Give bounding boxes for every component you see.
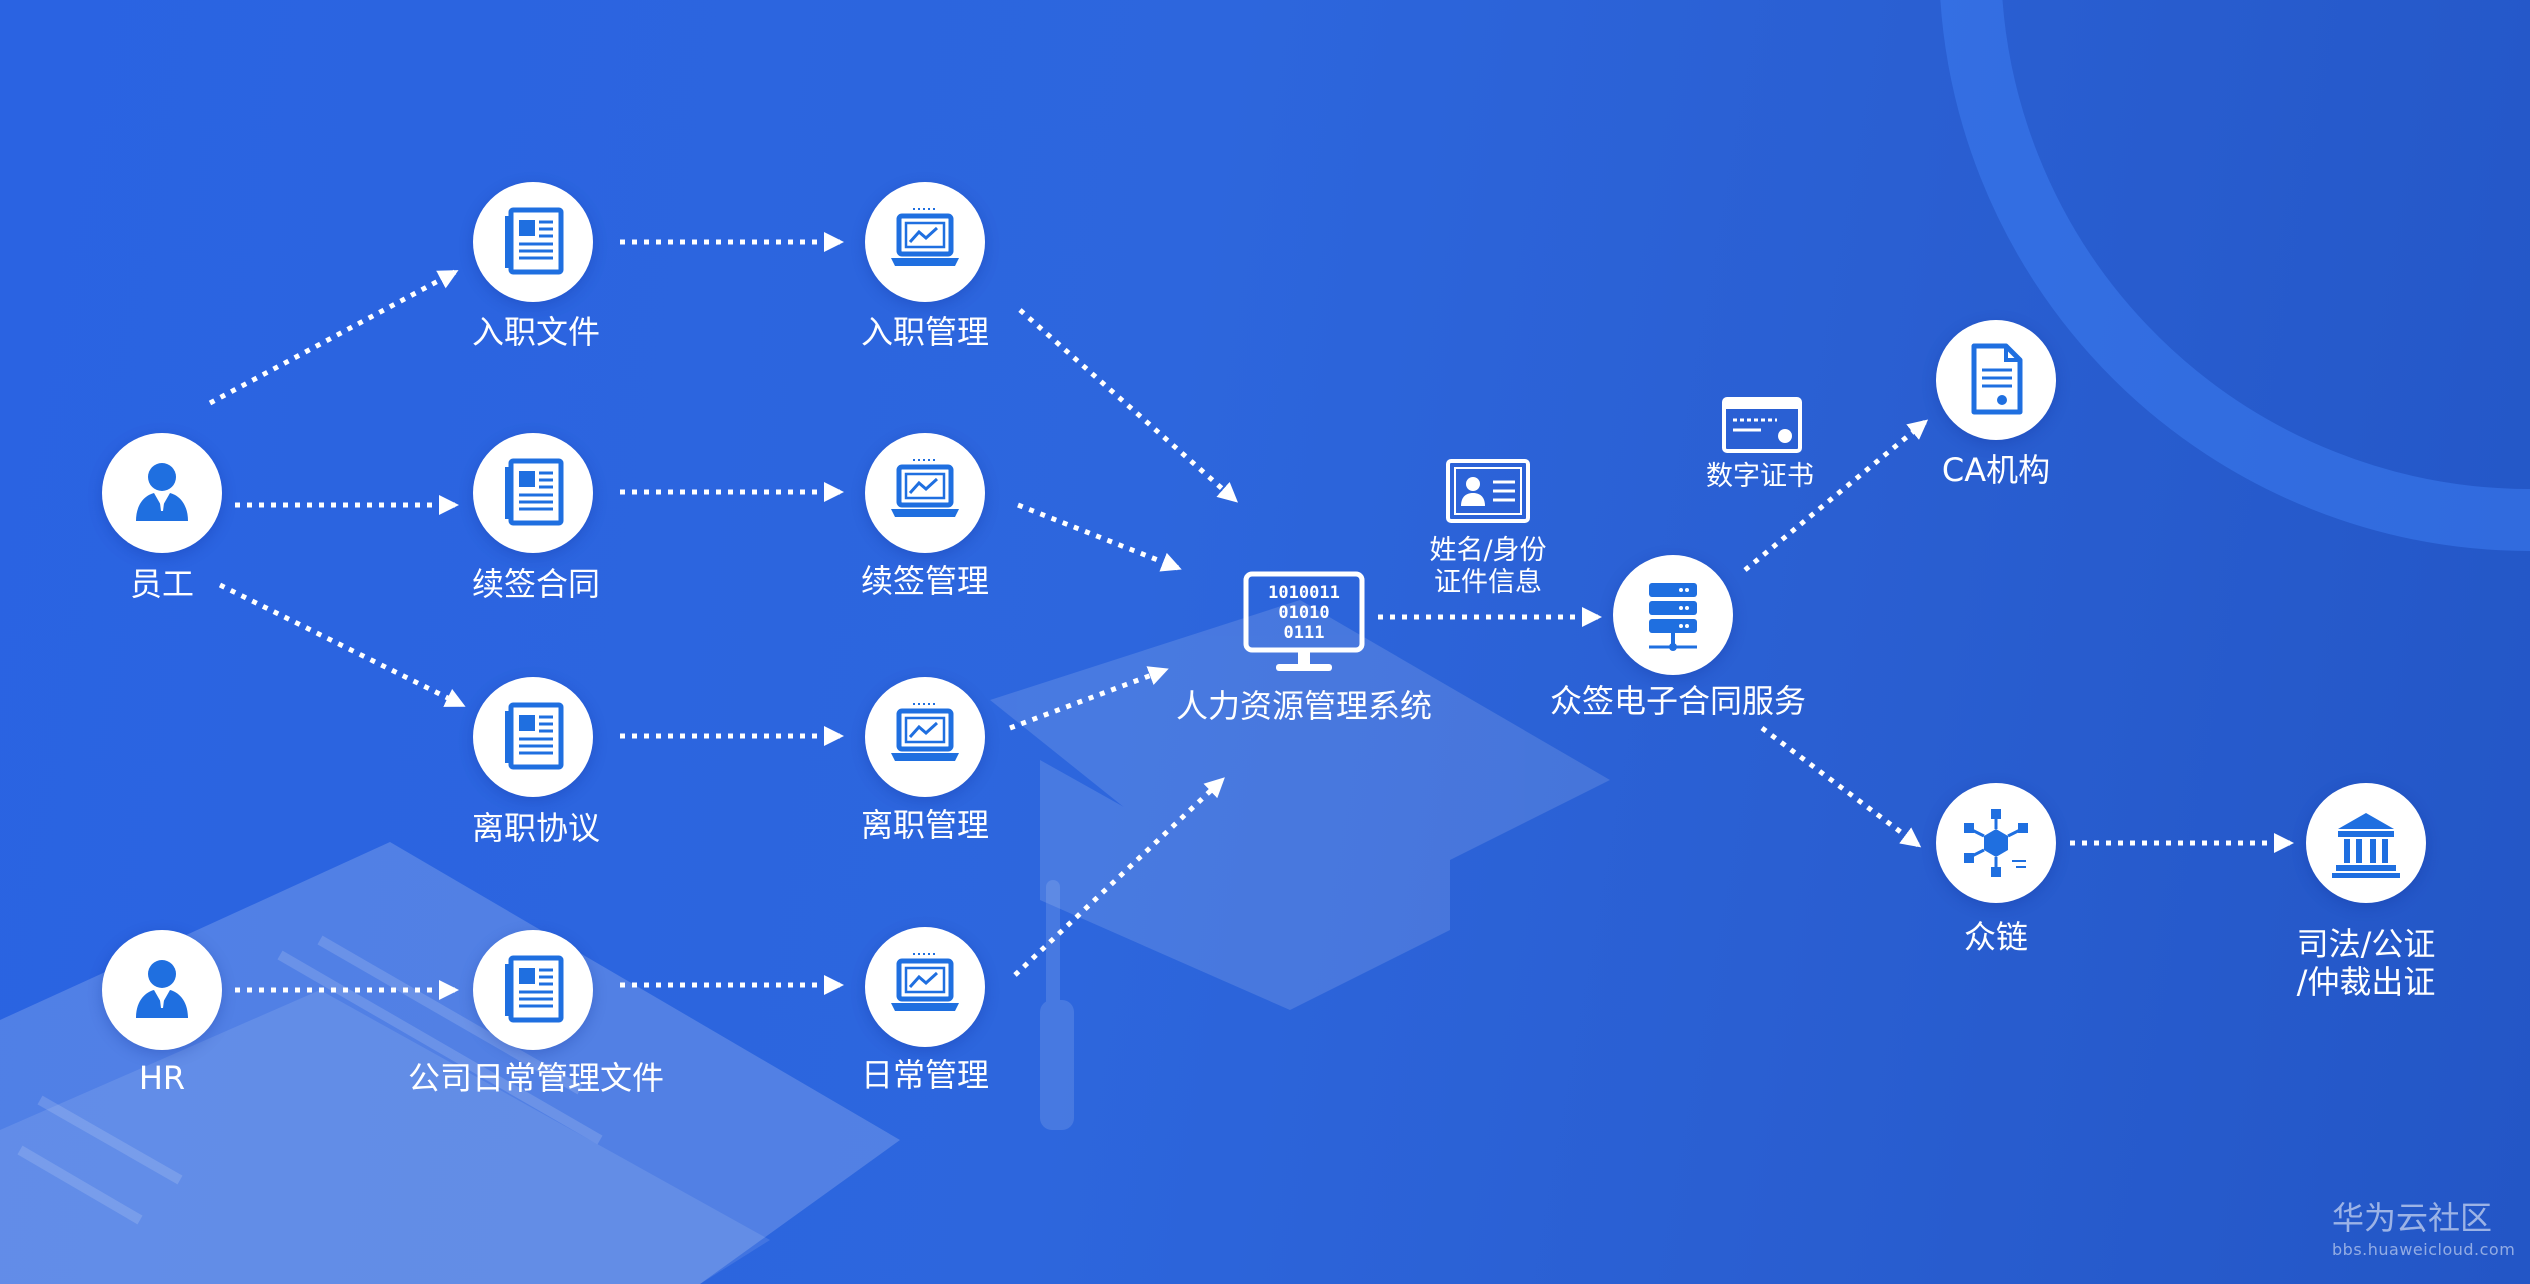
resignation-agreement-node[interactable] — [473, 677, 593, 797]
judicial-label-line1: 司法/公证 — [2296, 925, 2436, 963]
id-card-icon — [1446, 459, 1530, 523]
id-info-label-line2: 证件信息 — [1434, 567, 1542, 598]
onboarding-doc-label: 入职文件 — [471, 313, 601, 351]
judicial-label-line2: /仲裁出证 — [2296, 963, 2436, 1001]
resignation-mgmt-label: 离职管理 — [860, 806, 990, 844]
ca-node[interactable] — [1936, 320, 2056, 440]
person-icon — [136, 960, 188, 1018]
document-icon — [505, 702, 564, 770]
person-icon — [136, 463, 188, 521]
certificate-file-icon — [1971, 343, 2023, 415]
digital-cert-label: 数字证书 — [1706, 461, 1814, 492]
esign-service-node[interactable] — [1613, 555, 1733, 675]
laptop-chart-icon — [891, 208, 959, 266]
employee-node[interactable] — [102, 433, 222, 553]
arrow-renewal-mgmt-to-hr-system — [1017, 502, 1182, 572]
document-icon — [505, 458, 564, 526]
arrow-esign-to-ca — [1743, 419, 1929, 572]
ca-label: CA机构 — [1941, 451, 2051, 489]
judicial-node[interactable] — [2306, 783, 2426, 903]
document-icon — [505, 207, 564, 275]
daily-mgmt-label: 日常管理 — [860, 1056, 990, 1094]
arrow-daily-mgmt-to-hr-system — [1013, 777, 1225, 977]
blockchain-network-icon — [1964, 809, 2028, 877]
laptop-chart-icon — [891, 459, 959, 517]
hr-node[interactable] — [102, 930, 222, 1050]
watermark-brand: 华为云社区 — [2332, 1199, 2493, 1237]
hr-label: HR — [138, 1059, 186, 1097]
document-icon — [505, 955, 564, 1023]
renewal-mgmt-node[interactable] — [865, 433, 985, 553]
courthouse-icon — [2332, 813, 2400, 878]
renewal-contract-label: 续签合同 — [471, 565, 601, 603]
svg-text:0111: 0111 — [1284, 623, 1325, 643]
arrow-employee-to-onboarding-doc — [208, 269, 459, 406]
laptop-chart-icon — [891, 703, 959, 761]
hr-system-label: 人力资源管理系统 — [1175, 687, 1433, 725]
employee-label: 员工 — [129, 565, 195, 603]
chain-node[interactable] — [1936, 783, 2056, 903]
resignation-agreement-label: 离职协议 — [471, 809, 601, 847]
daily-doc-label: 公司日常管理文件 — [407, 1059, 665, 1097]
watermark-url: bbs.huaweicloud.com — [2332, 1240, 2516, 1259]
resignation-mgmt-node[interactable] — [865, 677, 985, 797]
arrow-employee-to-resignation-agreement — [218, 582, 466, 708]
svg-text:1010011: 1010011 — [1268, 583, 1340, 603]
renewal-contract-node[interactable] — [473, 433, 593, 553]
arrow-onboarding-mgmt-to-hr-system — [1018, 308, 1238, 503]
arrow-resignation-mgmt-to-hr-system — [1009, 666, 1169, 731]
daily-doc-node[interactable] — [473, 930, 593, 1050]
id-info-label-line1: 姓名/身份 — [1429, 535, 1547, 566]
binary-monitor-icon[interactable]: 1010011 01010 0111 — [1238, 568, 1370, 680]
renewal-mgmt-label: 续签管理 — [860, 562, 990, 600]
chain-label: 众链 — [1963, 918, 2029, 956]
server-icon — [1649, 583, 1697, 651]
onboarding-mgmt-node[interactable] — [865, 182, 985, 302]
laptop-chart-icon — [891, 953, 959, 1011]
onboarding-doc-node[interactable] — [473, 182, 593, 302]
daily-mgmt-node[interactable] — [865, 927, 985, 1047]
svg-text:01010: 01010 — [1278, 603, 1329, 623]
onboarding-mgmt-label: 入职管理 — [860, 313, 990, 351]
esign-service-label: 众签电子合同服务 — [1549, 682, 1807, 720]
arrow-esign-to-chain — [1760, 726, 1922, 848]
digital-certificate-icon — [1722, 397, 1802, 453]
